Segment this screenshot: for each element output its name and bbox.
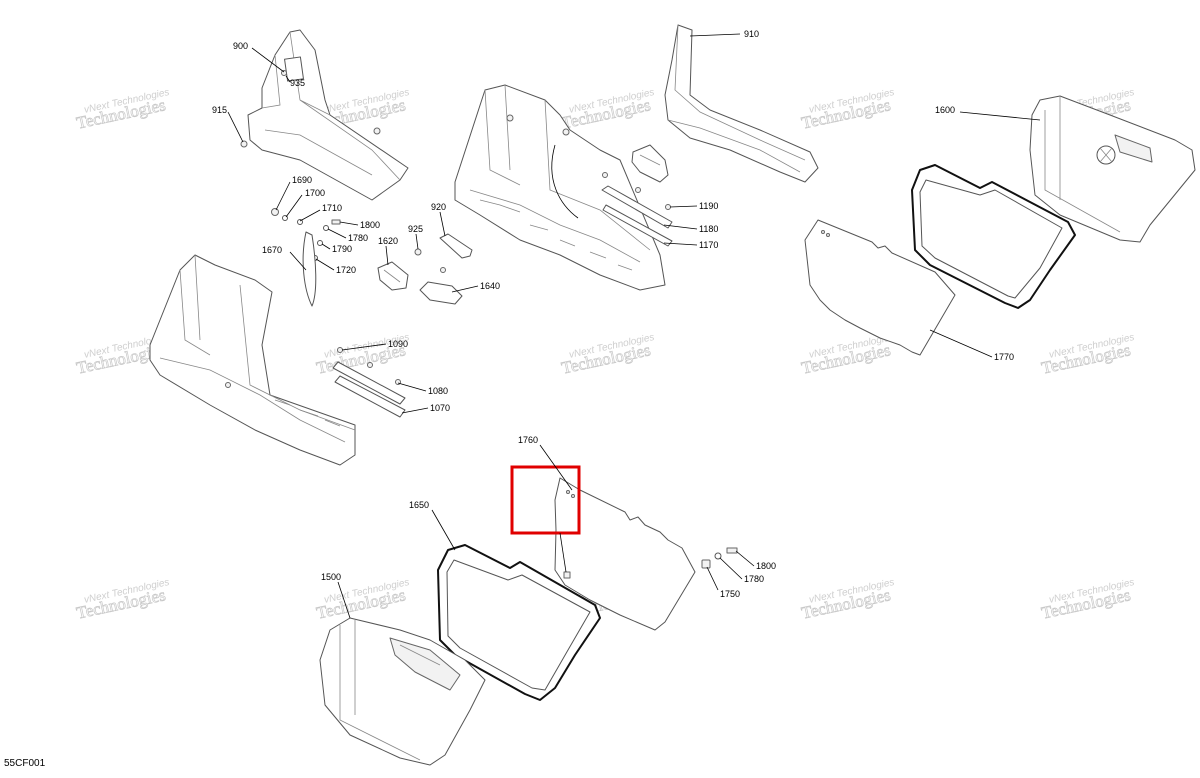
- callout-1760: 1760: [518, 435, 538, 445]
- callout-925: 925: [408, 224, 423, 234]
- callout-1620: 1620: [378, 236, 398, 246]
- callout-920: 920: [431, 202, 446, 212]
- callout-1780-upper: 1780: [348, 233, 368, 243]
- part-1600-door-panel[interactable]: [1029, 95, 1196, 243]
- callout-1080: 1080: [428, 386, 448, 396]
- callout-1750: 1750: [720, 589, 740, 599]
- callout-1170: 1170: [699, 240, 718, 250]
- callout-1190: 1190: [699, 201, 718, 211]
- callout-1780-lower: 1780: [744, 574, 764, 584]
- part-1620-latch[interactable]: [377, 261, 409, 291]
- callout-1800-lower: 1800: [756, 561, 776, 571]
- fastener-icon[interactable]: [440, 267, 446, 273]
- part-1160-bracket-top[interactable]: [631, 144, 669, 183]
- part-1770-backing-sheet[interactable]: [804, 219, 956, 356]
- callout-1640: 1640: [480, 281, 500, 291]
- screw-1090-icon[interactable]: [337, 347, 343, 353]
- callout-1720: 1720: [336, 265, 356, 275]
- figure-code: 55CF001: [4, 758, 46, 769]
- callout-1790: 1790: [332, 244, 352, 254]
- part-1760-backing-sheet[interactable]: [554, 477, 696, 631]
- part-1770-seal-frame[interactable]: [911, 164, 1076, 309]
- part-lower-left-floor-structure: [149, 254, 356, 466]
- fastener-1750-icon[interactable]: [701, 559, 711, 569]
- fastener-1800a-icon[interactable]: [331, 219, 341, 225]
- fastener-near-900-icon[interactable]: [373, 127, 381, 135]
- fastener-1780a-icon[interactable]: [323, 225, 329, 231]
- screw-935-icon[interactable]: [281, 70, 287, 76]
- fastener-1790-icon[interactable]: [317, 240, 323, 246]
- screw-icon[interactable]: [635, 187, 641, 193]
- part-1650-seal-frame[interactable]: [437, 544, 601, 701]
- part-1670-strap[interactable]: [302, 231, 317, 307]
- fastener-1780b-icon[interactable]: [714, 552, 722, 560]
- callout-1690: 1690: [292, 175, 312, 185]
- callout-1500: 1500: [321, 572, 341, 582]
- callout-1700: 1700: [305, 188, 325, 198]
- part-920-handle[interactable]: [439, 233, 473, 259]
- callout-1180: 1180: [699, 224, 718, 234]
- part-1180-strip[interactable]: [601, 185, 673, 247]
- part-center-console-structure: [454, 84, 666, 291]
- part-1500-door[interactable]: [319, 617, 486, 766]
- callout-labels: 900 935 915 910 1600 1690 1700 1710 1800…: [212, 29, 1014, 599]
- part-910-upper-rail[interactable]: [664, 24, 819, 183]
- part-900-pillar-panel[interactable]: [247, 29, 409, 201]
- leader-lines: [227, 33, 1041, 619]
- callout-1600: 1600: [935, 105, 955, 115]
- callout-900: 900: [233, 41, 248, 51]
- callout-935: 935: [290, 78, 305, 88]
- part-1080-strip[interactable]: [332, 361, 406, 405]
- fastener-1800b-icon[interactable]: [726, 547, 738, 554]
- screw-icon[interactable]: [367, 362, 373, 368]
- callout-1800-upper: 1800: [360, 220, 380, 230]
- part-1640-latch-cover[interactable]: [419, 281, 463, 305]
- callout-1070: 1070: [430, 403, 450, 413]
- highlight-box: [510, 465, 581, 535]
- callout-1090: 1090: [388, 339, 408, 349]
- screw-1190-icon[interactable]: [665, 204, 671, 210]
- fastener-925-icon[interactable]: [414, 248, 422, 256]
- fastener-icon[interactable]: [563, 571, 571, 579]
- callout-915: 915: [212, 105, 227, 115]
- callout-1710: 1710: [322, 203, 342, 213]
- callout-1770: 1770: [994, 352, 1014, 362]
- callout-1650: 1650: [409, 500, 429, 510]
- screw-icon[interactable]: [602, 172, 608, 178]
- screw-915-icon[interactable]: [240, 140, 248, 148]
- part-1070-strip[interactable]: [334, 375, 406, 418]
- callout-910: 910: [744, 29, 759, 39]
- callout-1670: 1670: [262, 245, 282, 255]
- fastener-1690-icon[interactable]: [271, 208, 279, 216]
